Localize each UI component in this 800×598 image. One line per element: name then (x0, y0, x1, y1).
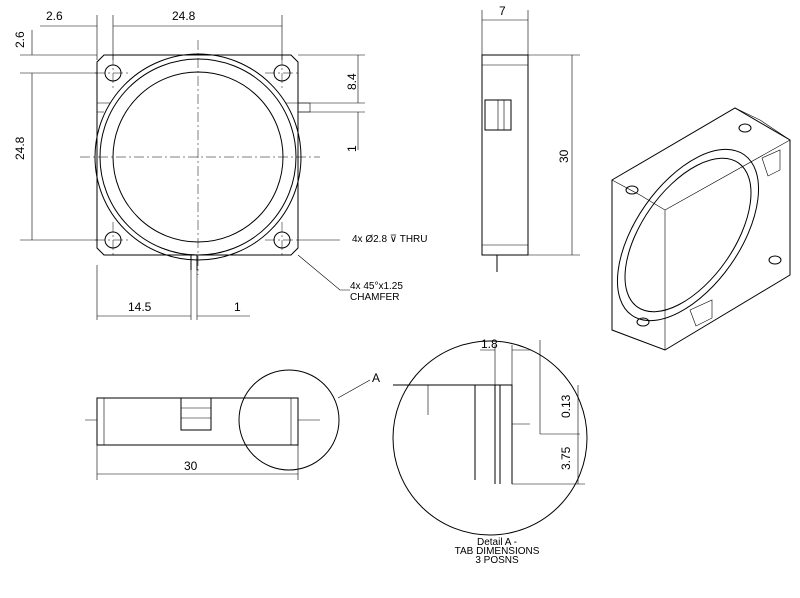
dim-pin-width: 1 (234, 300, 241, 314)
front-body-outline (96, 54, 299, 256)
dim-top-margin: 2.6 (13, 31, 27, 48)
dim-tab-length: 1.8 (481, 337, 498, 351)
isometric-view (611, 107, 791, 351)
dim-width: 24.8 (172, 9, 196, 23)
detail-a-view: 1.8 0.13 3.75 Detail A - TAB DIMENSIONS … (392, 337, 588, 566)
dim-tab-thickness: 0.13 (559, 394, 573, 418)
dim-depth: 7 (499, 4, 506, 18)
note-chamfer-label: CHAMFER (350, 292, 399, 303)
dim-tab-offset: 8.4 (345, 73, 359, 90)
bottom-view: 30 A (85, 369, 380, 480)
dim-tab-height: 3.75 (559, 446, 573, 470)
dim-height: 24.8 (13, 136, 27, 160)
dim-length: 30 (184, 459, 198, 473)
dim-left-margin: 2.6 (46, 9, 63, 23)
centerlines (80, 40, 320, 275)
detail-label: A (372, 371, 380, 385)
detail-caption-count: 3 POSNS (475, 555, 519, 566)
note-chamfer: 4x 45°x1.25 (350, 281, 403, 292)
side-view: 7 30 (481, 4, 580, 272)
dim-pin-offset: 14.5 (128, 300, 152, 314)
note-holes: 4x Ø2.8 ⊽ THRU (352, 234, 428, 245)
dim-tab-width: 1 (345, 145, 359, 152)
dim-side-height: 30 (557, 149, 571, 163)
front-view: 2.6 24.8 2.6 24.8 8.4 1 14.5 1 4x Ø2.8 ⊽… (13, 9, 428, 320)
detail-caption-subtitle: TAB DIMENSIONS (455, 546, 540, 557)
detail-a-callout-circle (238, 369, 340, 471)
front-pin (190, 255, 198, 270)
detail-caption-title: Detail A - (477, 537, 517, 548)
